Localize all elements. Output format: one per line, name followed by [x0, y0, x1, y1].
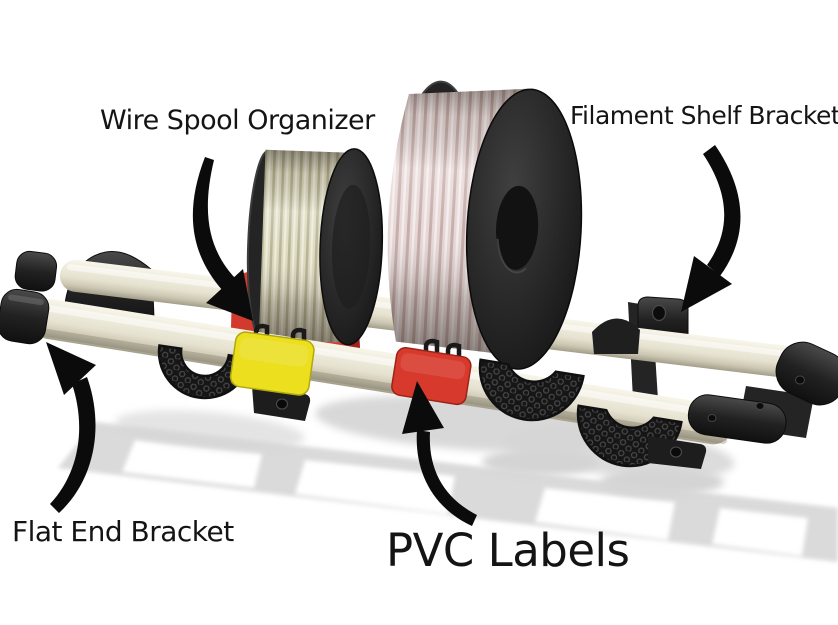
annotation-wire-spool-organizer: Wire Spool Organizer — [100, 105, 375, 136]
filament-spool — [387, 80, 583, 370]
flat-end-bracket-right — [687, 341, 838, 444]
wire-spool — [246, 148, 384, 346]
annotation-pvc-labels: PVC Labels — [386, 524, 630, 577]
screw-hole — [669, 446, 683, 458]
annotation-filament-shelf-bracket: Filament Shelf Bracket — [570, 101, 838, 130]
arrow-filament-shelf-bracket — [681, 145, 741, 312]
shelf-bracket-right-lower — [576, 318, 707, 469]
shelf-bracket-center-right — [478, 358, 585, 422]
annotation-arrows — [46, 145, 741, 526]
annotation-flat-end-bracket: Flat End Bracket — [12, 515, 234, 548]
arrow-flat-end-bracket — [46, 342, 96, 513]
arrow-wire-spool-organizer — [192, 157, 253, 321]
screw-hole — [651, 304, 667, 322]
pvc-label-yellow — [229, 323, 315, 396]
pvc-label-red — [391, 338, 472, 406]
spool-center-hole — [496, 185, 539, 270]
arrow-pvc-labels — [402, 381, 477, 526]
screw-hole — [275, 398, 289, 410]
flat-end-caps-left — [0, 250, 58, 345]
